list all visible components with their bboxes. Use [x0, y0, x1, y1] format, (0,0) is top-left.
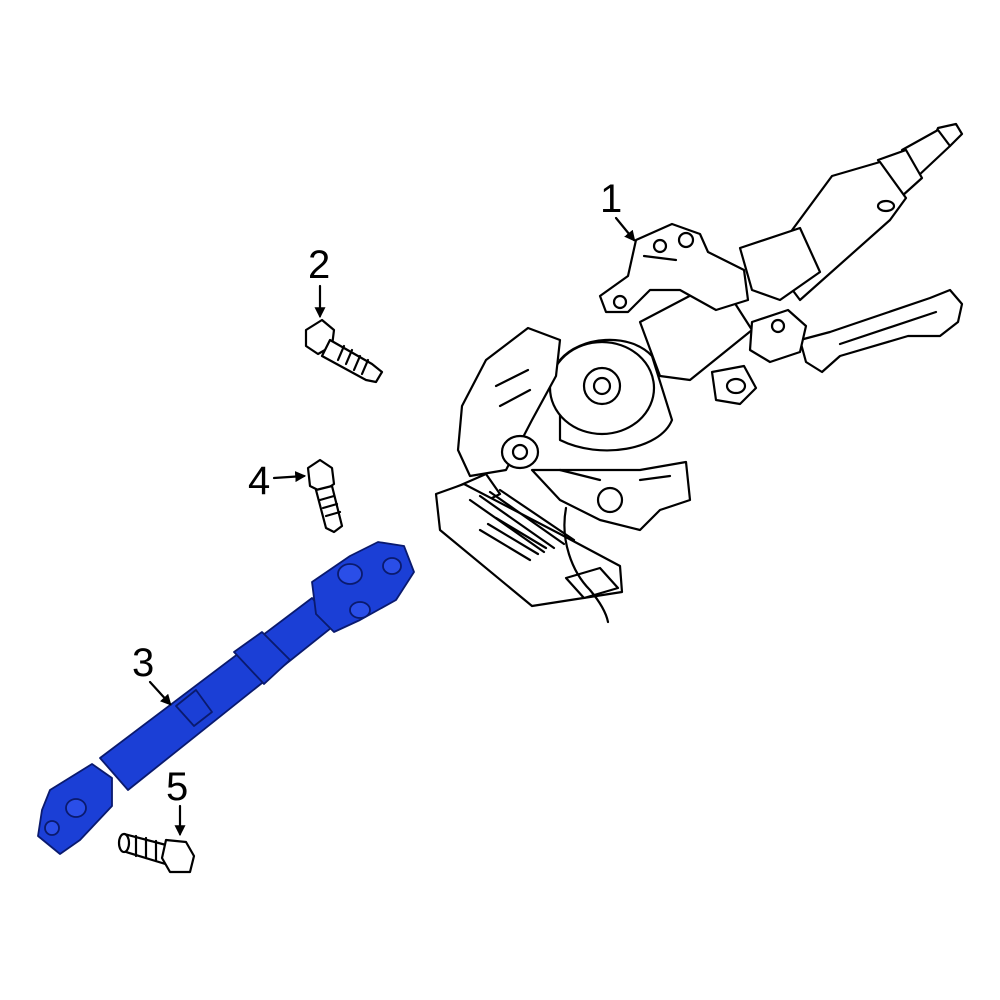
callout-2: 2: [308, 243, 330, 319]
intermediate-shaft-part-3[interactable]: [37, 541, 415, 855]
bolt-part-4[interactable]: [306, 458, 344, 534]
eps-motor: [548, 338, 674, 452]
callout-4: 4: [248, 459, 307, 503]
upper-universal-joint: [311, 541, 415, 633]
callout-label: 5: [166, 765, 188, 809]
callout-5: 5: [166, 765, 188, 837]
tilt-lever: [798, 288, 964, 374]
callout-label: 3: [132, 641, 154, 685]
callout-label: 1: [600, 177, 622, 221]
wire-harness: [563, 506, 610, 624]
callout-label: 4: [248, 459, 270, 503]
bolt-part-2[interactable]: [304, 318, 384, 384]
steering-column-assembly[interactable]: [434, 122, 964, 624]
column-shaft-tip: [876, 122, 964, 198]
column-mounting-bracket: [598, 222, 750, 314]
lower-universal-joint: [37, 763, 113, 855]
callout-3: 3: [132, 641, 172, 706]
callout-label: 2: [308, 243, 330, 287]
lock-bracket: [710, 308, 808, 406]
bolt-part-5[interactable]: [117, 832, 196, 874]
callout-1: 1: [600, 177, 636, 242]
